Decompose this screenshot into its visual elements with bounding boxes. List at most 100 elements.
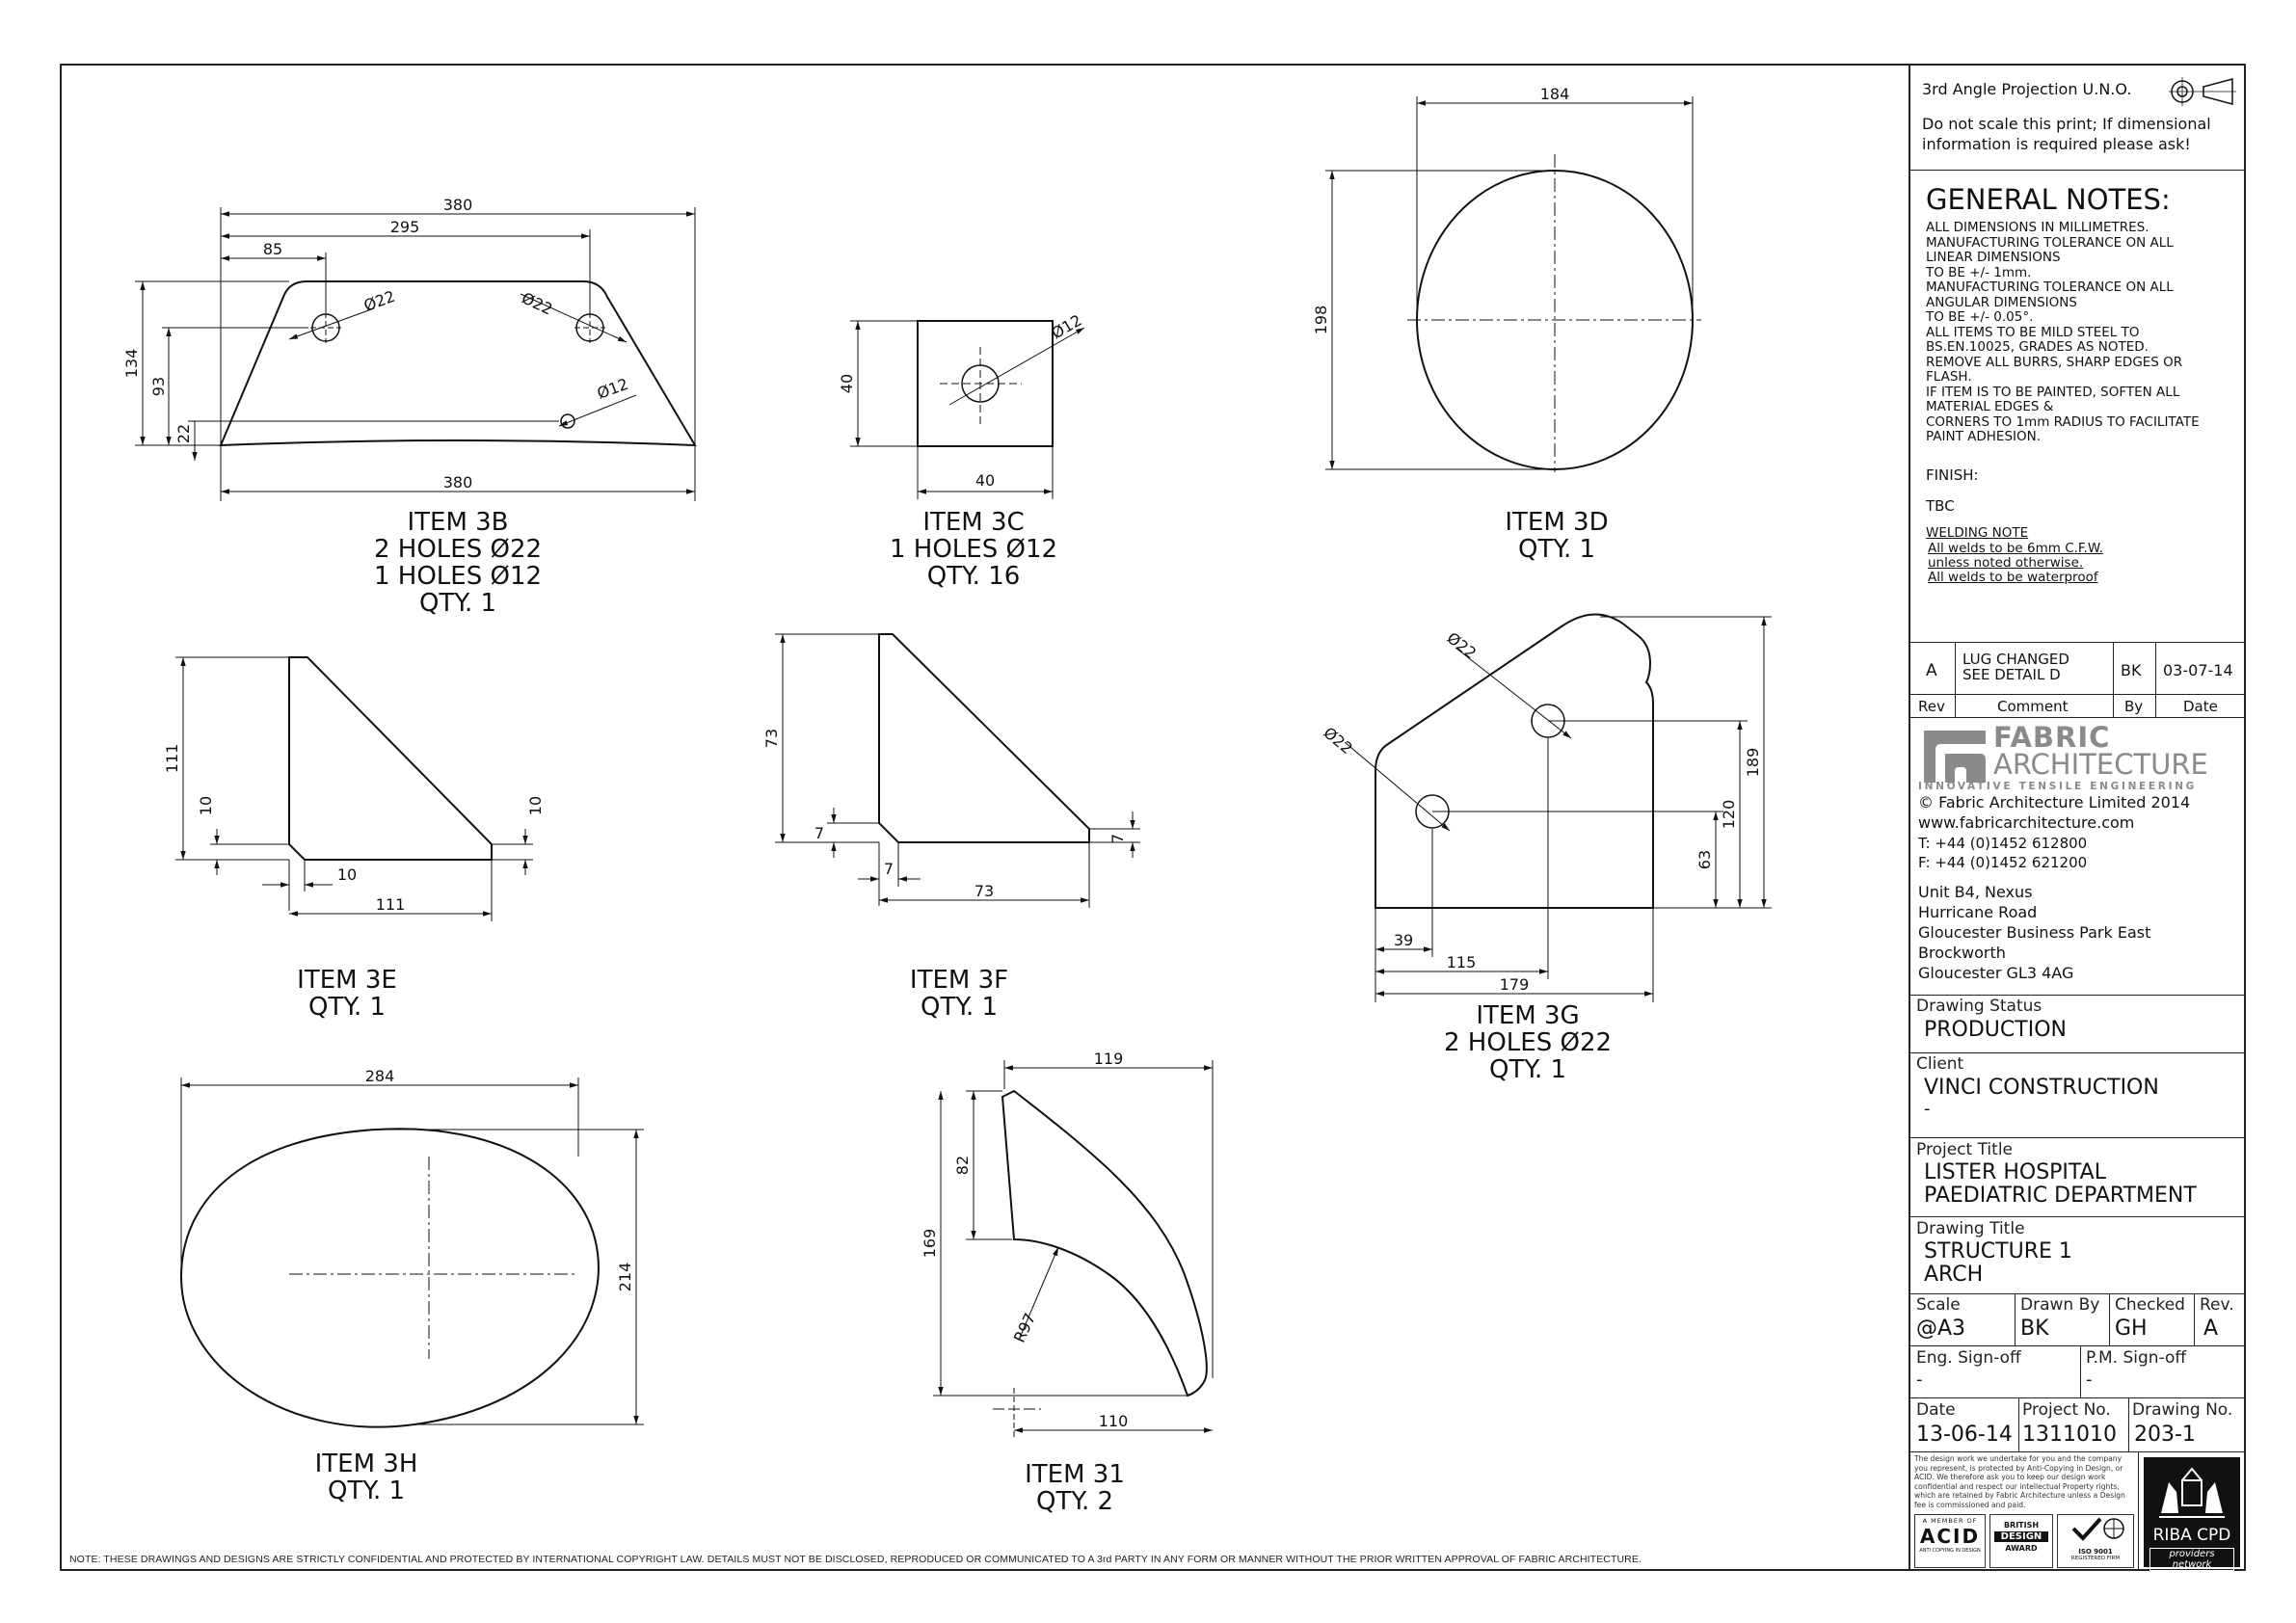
dim-3b-295: 295 — [390, 218, 420, 236]
british-design-award-badge: BRITISH DESIGN AWARD — [1989, 1514, 2053, 1568]
address-line-4: Brockworth — [1918, 944, 2006, 962]
acid-badge: A MEMBER OF ACID ANTI COPYING IN DESIGN — [1914, 1514, 1986, 1568]
scale-warning: Do not scale this print; If dimensional … — [1922, 115, 2211, 153]
dim-3c-width: 40 — [975, 471, 995, 490]
rev-value: A — [2203, 1317, 2219, 1341]
drawn-by-label: Drawn By — [2020, 1295, 2100, 1315]
project-no-label: Project No. — [2022, 1400, 2111, 1420]
riba-bottom-text: providers network — [2149, 1548, 2234, 1571]
company-tagline: INNOVATIVE TENSILE ENGINEERING — [1918, 781, 2198, 792]
acid-badge-text: ACID — [1919, 1525, 1981, 1548]
company-website: www.fabricarchitecture.com — [1918, 813, 2135, 832]
dim-3f-7-bottom: 7 — [884, 860, 894, 878]
scale-value: @A3 — [1916, 1317, 1966, 1341]
item-3b-drawing — [135, 207, 697, 501]
iso-9001-badge: ISO 9001 REGISTERED FIRM — [2057, 1514, 2134, 1568]
company-telephone: T: +44 (0)1452 612800 — [1918, 835, 2088, 852]
finish-label: FINISH: — [1926, 466, 1979, 484]
bda-line-3: AWARD — [2005, 1544, 2038, 1553]
dim-3b-93: 93 — [149, 377, 168, 396]
dim-31-width-top: 119 — [1094, 1050, 1124, 1068]
technical-drawing: 380 295 85 Ø22 Ø22 Ø12 134 93 22 380 Ø12… — [122, 85, 1772, 1438]
dim-3e-10-bottom: 10 — [337, 865, 357, 884]
client-value-2: - — [1924, 1099, 1931, 1119]
company-name-top: FABRIC — [1993, 721, 2111, 754]
revision-by: BK — [2121, 661, 2142, 679]
dim-3f-height: 73 — [762, 729, 781, 748]
dim-3b-85: 85 — [263, 240, 282, 258]
confidentiality-note: NOTE: THESE DRAWINGS AND DESIGNS ARE STR… — [69, 1554, 1642, 1565]
acid-badge-bottom: ANTI COPYING IN DESIGN — [1919, 1548, 1981, 1554]
welding-note-line-1: All welds to be 6mm C.F.W. — [1928, 541, 2103, 556]
dim-3g-120: 120 — [1720, 800, 1738, 830]
item-3c-drawing — [850, 320, 1085, 499]
item-3d-label: ITEM 3D QTY. 1 — [1505, 508, 1609, 564]
anti-copying-notice: The design work we undertake for you and… — [1914, 1454, 2125, 1509]
dim-3h-height: 214 — [616, 1263, 634, 1292]
project-no-value: 1311010 — [2022, 1423, 2117, 1447]
drawn-by-value: BK — [2020, 1317, 2049, 1341]
dim-3b-overall-bottom: 380 — [443, 473, 473, 492]
iso-text: ISO 9001 — [2078, 1548, 2113, 1556]
item-31-drawing — [933, 1060, 1214, 1438]
rev-label: Rev. — [2200, 1295, 2234, 1315]
iso-check-icon — [2071, 1517, 2124, 1541]
comment-header: Comment — [1997, 698, 2069, 715]
item-3d-drawing — [1325, 96, 1701, 472]
revision-rev: A — [1926, 661, 1937, 680]
dim-3d-width: 184 — [1540, 85, 1570, 103]
dim-3g-hole-22a: Ø22 — [1444, 628, 1481, 662]
client-value: VINCI CONSTRUCTION — [1924, 1076, 2159, 1100]
dim-3b-overall-top: 380 — [443, 196, 473, 214]
bda-line-2: DESIGN — [1994, 1531, 2048, 1542]
item-3g-label: ITEM 3G 2 HOLES Ø22 QTY. 1 — [1443, 1001, 1613, 1084]
item-3b-label: ITEM 3B 2 HOLES Ø22 1 HOLES Ø12 QTY. 1 — [373, 508, 543, 618]
drawing-status-label: Drawing Status — [1916, 997, 2042, 1016]
eng-signoff-label: Eng. Sign-off — [1916, 1348, 2021, 1368]
dim-3f-7-left: 7 — [814, 824, 824, 842]
revision-comment: LUG CHANGED SEE DETAIL D — [1962, 651, 2069, 683]
dim-3e-height: 111 — [163, 744, 181, 774]
pm-signoff-value: - — [2086, 1370, 2093, 1390]
checked-label: Checked — [2115, 1295, 2185, 1315]
dim-3g-hole-22b: Ø22 — [1320, 724, 1355, 758]
dim-3b-hole-22a: Ø22 — [361, 287, 397, 315]
item-3f-label: ITEM 3F QTY. 1 — [909, 966, 1009, 1022]
project-title-line-2: PAEDIATRIC DEPARTMENT — [1924, 1184, 2197, 1208]
dim-3g-179: 179 — [1500, 975, 1530, 994]
third-angle-projection-icon — [2169, 77, 2236, 106]
dim-3h-width: 284 — [365, 1067, 395, 1085]
dim-3b-hole-22b: Ø22 — [519, 288, 555, 318]
dim-3g-115: 115 — [1447, 953, 1477, 971]
item-31-label: ITEM 31 QTY. 2 — [1025, 1460, 1125, 1516]
drawing-no-label: Drawing No. — [2132, 1400, 2233, 1420]
drawing-status-value: PRODUCTION — [1924, 1018, 2067, 1042]
projection-note: 3rd Angle Projection U.N.O. — [1922, 80, 2132, 98]
dim-3f-7-right: 7 — [1108, 834, 1127, 843]
item-3e-drawing — [175, 656, 533, 921]
company-copyright: © Fabric Architecture Limited 2014 — [1918, 793, 2191, 812]
scale-label: Scale — [1916, 1295, 1961, 1315]
item-3f-drawing — [775, 633, 1140, 908]
dim-3g-189: 189 — [1744, 748, 1762, 778]
dim-3e-10-right: 10 — [526, 796, 545, 815]
item-3e-label: ITEM 3E QTY. 1 — [297, 966, 397, 1022]
dim-3g-39: 39 — [1394, 931, 1413, 949]
dim-31-width-bottom: 110 — [1099, 1412, 1129, 1430]
item-3h-label: ITEM 3H QTY. 1 — [314, 1450, 418, 1505]
acid-badge-top: A MEMBER OF — [1922, 1517, 1978, 1525]
general-notes: ALL DIMENSIONS IN MILLIMETRES. MANUFACTU… — [1926, 220, 2200, 444]
address-line-3: Gloucester Business Park East — [1918, 923, 2151, 942]
finish-value: TBC — [1926, 497, 1955, 515]
dim-3b-134: 134 — [122, 349, 141, 379]
dim-3d-height: 198 — [1312, 306, 1330, 335]
address-line-5: Gloucester GL3 4AG — [1918, 964, 2074, 982]
drawing-sheet-border — [60, 64, 2246, 1571]
pm-signoff-label: P.M. Sign-off — [2086, 1348, 2187, 1368]
item-3h-drawing — [179, 1078, 644, 1428]
dim-31-169: 169 — [921, 1229, 939, 1259]
drawing-no-value: 203-1 — [2134, 1423, 2196, 1447]
dim-3c-height: 40 — [838, 374, 856, 393]
dim-3f-width: 73 — [974, 882, 994, 900]
project-title-line-1: LISTER HOSPITAL — [1924, 1160, 2106, 1184]
